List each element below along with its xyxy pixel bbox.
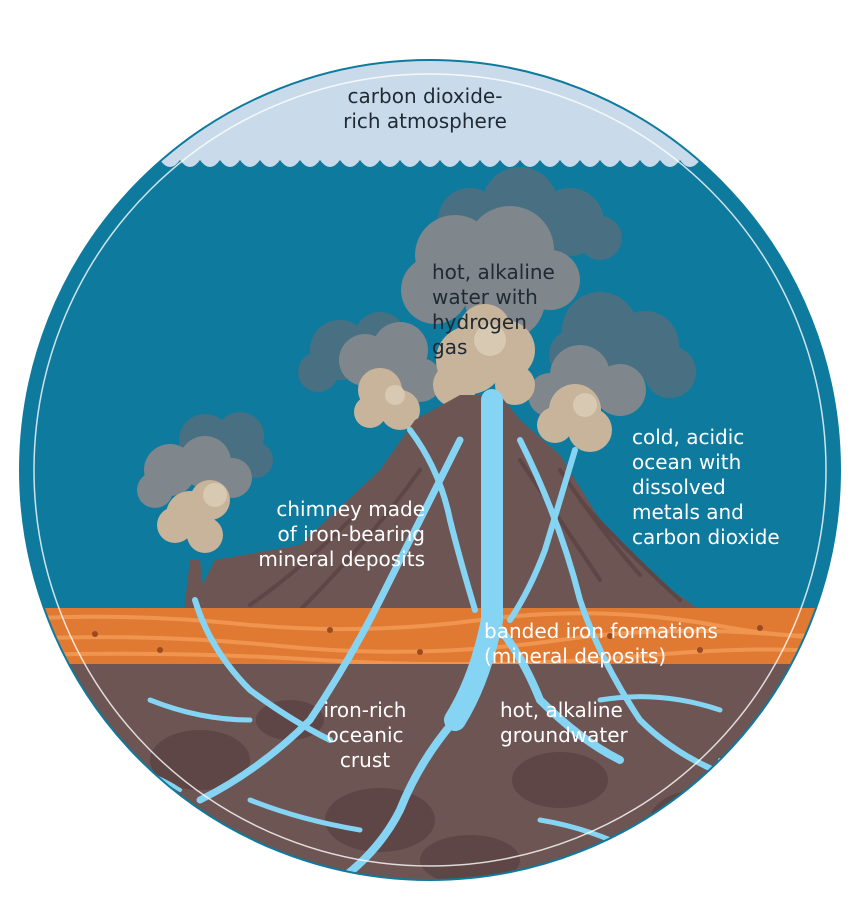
label-banded-iron: banded iron formations (mineral deposits… (484, 619, 754, 669)
label-hot-alkaline-water: hot, alkaline water with hydrogen gas (432, 260, 592, 360)
label-oceanic-crust: iron-rich oceanic crust (300, 698, 430, 773)
label-cold-acidic-ocean: cold, acidic ocean with dissolved metals… (632, 425, 812, 550)
label-chimney: chimney made of iron-bearing mineral dep… (230, 497, 425, 572)
label-groundwater: hot, alkaline groundwater (500, 698, 680, 748)
label-atmosphere: carbon dioxide- rich atmosphere (305, 84, 545, 134)
ocean-surface-waves (0, 150, 860, 167)
